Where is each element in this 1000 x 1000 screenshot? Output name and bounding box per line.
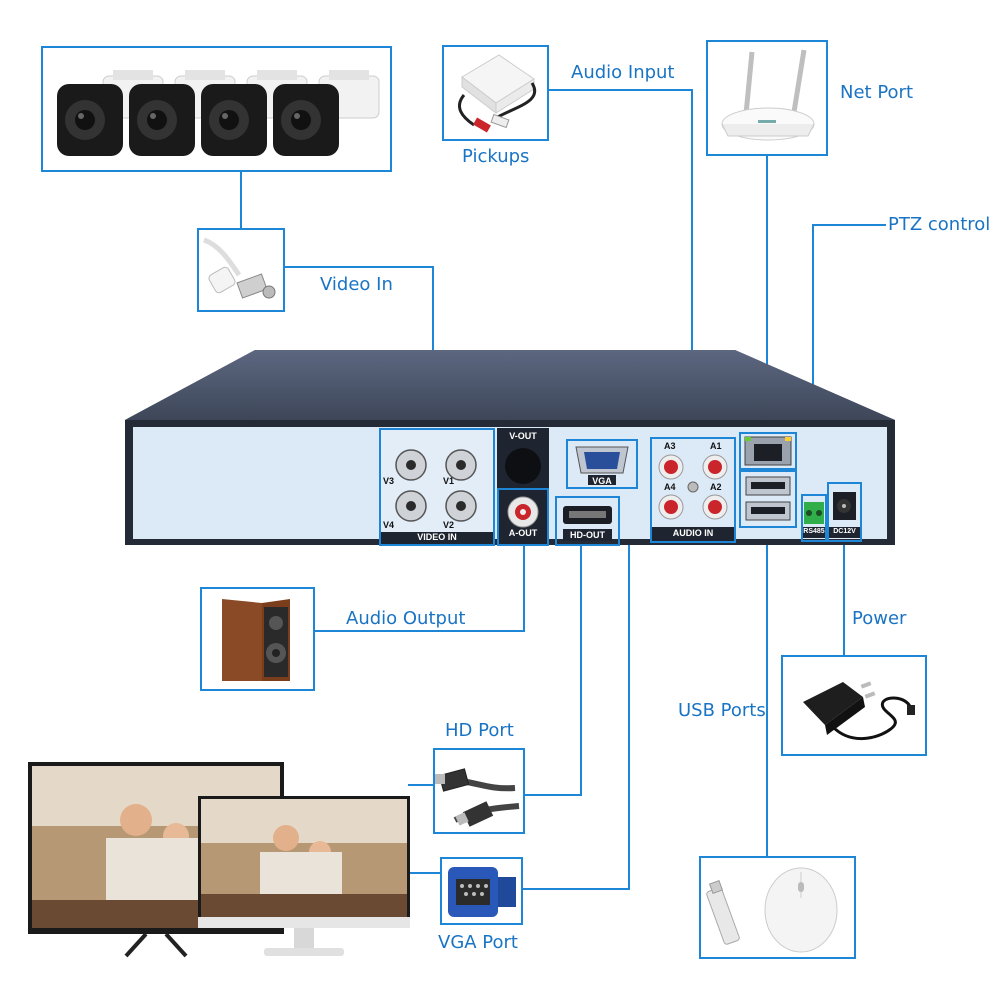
hdmi-cable-box [433, 748, 525, 834]
rs485-panel[interactable]: RS485 [801, 494, 827, 542]
label-video-in: Video In [320, 274, 393, 295]
usb-devices-box [699, 856, 856, 959]
label-net-port: Net Port [840, 82, 914, 103]
usb-ports-panel[interactable] [739, 470, 797, 528]
dc12v-panel[interactable]: DC12V [827, 482, 862, 542]
router-box [706, 40, 828, 156]
audio-in-panel[interactable]: A3 A1 A4 A2 AUDIO IN [650, 437, 736, 543]
vga-socket-icon [575, 446, 629, 485]
power-adapter-icon [803, 681, 915, 741]
label-a1: A1 [710, 441, 722, 451]
rca-audio-in-icon [652, 454, 734, 541]
hdmi-socket-icon [563, 506, 612, 541]
v-out-panel: V-OUT [497, 428, 549, 490]
label-v2: V2 [443, 520, 455, 530]
net-port-panel[interactable] [739, 432, 797, 470]
router-icon [721, 49, 815, 141]
label-rs485: RS485 [803, 528, 825, 535]
bnc-cable-icon [203, 237, 276, 299]
vga-panel[interactable]: VGA [566, 439, 638, 489]
cameras-box [41, 46, 392, 172]
a-out-panel[interactable]: A-OUT [497, 488, 549, 546]
vga-cable-box [440, 857, 523, 925]
label-dc12v: DC12V [833, 528, 856, 535]
rs485-terminal-icon [803, 502, 825, 538]
vga-cable-icon [448, 867, 516, 917]
usb-sockets-icon [745, 476, 791, 521]
speaker-box [200, 587, 315, 691]
label-ptz-control: PTZ control [888, 214, 991, 235]
label-pickups: Pickups [462, 146, 530, 167]
pickups-box [442, 45, 549, 141]
label-audio-input: Audio Input [571, 62, 675, 83]
microphone-pickup-icon [458, 54, 537, 133]
label-video-in-panel: VIDEO IN [417, 532, 457, 542]
label-audio-in-panel: AUDIO IN [672, 528, 714, 538]
rca-out-icon [507, 496, 539, 528]
label-v3: V3 [383, 476, 395, 486]
hdmi-cable-icon [435, 768, 520, 827]
label-hd-out: HD-OUT [570, 530, 605, 540]
label-usb-ports: USB Ports [678, 700, 766, 721]
label-a2: A2 [710, 482, 722, 492]
power-adapter-box [781, 655, 927, 756]
label-audio-output: Audio Output [346, 608, 466, 629]
hd-out-panel[interactable]: HD-OUT [555, 496, 620, 546]
v-out-socket-icon [505, 448, 541, 484]
bullet-camera-icon [57, 70, 380, 156]
label-v4: V4 [383, 520, 395, 530]
monitor-icon [198, 796, 410, 956]
monitor-front [196, 794, 412, 964]
ethernet-port-icon [744, 436, 792, 466]
label-v1: V1 [443, 476, 455, 486]
label-a-out: A-OUT [508, 528, 538, 538]
label-a4: A4 [664, 482, 676, 492]
dc-jack-icon [829, 492, 860, 538]
label-a3: A3 [664, 441, 676, 451]
speaker-icon [222, 599, 290, 681]
video-cable-box [197, 228, 285, 312]
usb-mouse-icon [706, 867, 838, 953]
label-v-out: V-OUT [509, 431, 537, 441]
label-vga-port: VGA Port [438, 932, 518, 953]
label-power: Power [852, 608, 907, 629]
bnc-connectors-icon [381, 449, 493, 544]
video-in-panel[interactable]: V3 V1 V4 V2 VIDEO IN [379, 428, 495, 546]
label-hd-port: HD Port [445, 720, 514, 741]
label-vga-panel: VGA [592, 476, 612, 486]
